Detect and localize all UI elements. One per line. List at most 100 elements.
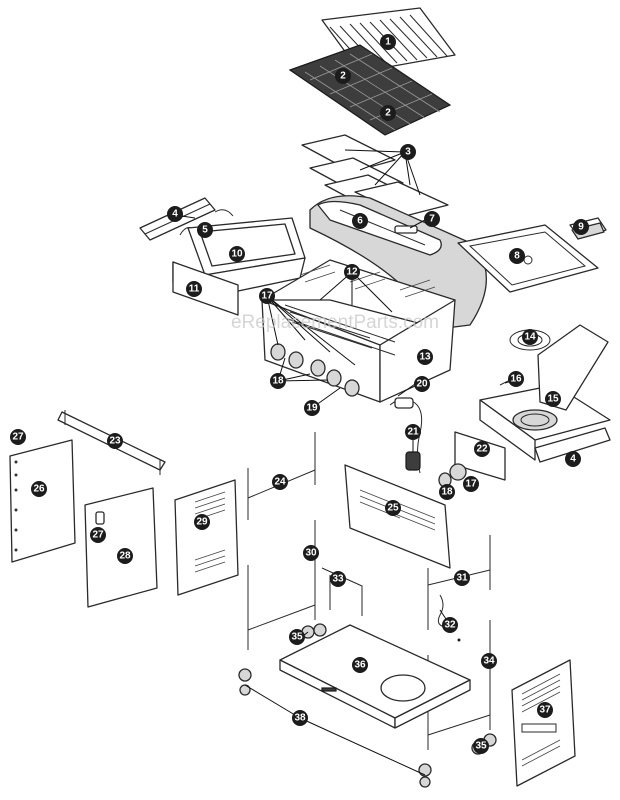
callout-17: 17 <box>259 288 275 304</box>
left-door <box>9 439 76 563</box>
heat-tents <box>301 134 449 217</box>
regulator <box>405 451 421 471</box>
svg-text:6: 6 <box>357 216 363 227</box>
callout-16: 16 <box>508 371 524 387</box>
svg-text:9: 9 <box>578 222 584 233</box>
cooking-grate <box>288 44 452 136</box>
control-knobs <box>270 343 360 397</box>
callout-13: 13 <box>417 349 433 365</box>
firebox <box>261 259 456 403</box>
svg-text:34: 34 <box>483 656 495 667</box>
svg-text:35: 35 <box>291 632 303 643</box>
callout-1: 1 <box>380 34 396 50</box>
callout-18: 18 <box>439 484 455 500</box>
svg-text:5: 5 <box>202 225 208 236</box>
callout-17: 17 <box>463 476 479 492</box>
callout-15: 15 <box>545 391 561 407</box>
svg-text:29: 29 <box>196 517 208 528</box>
svg-text:4: 4 <box>172 209 178 220</box>
callout-4: 4 <box>167 206 183 222</box>
svg-text:18: 18 <box>441 487 453 498</box>
svg-text:36: 36 <box>354 660 366 671</box>
svg-text:1: 1 <box>385 37 391 48</box>
svg-text:16: 16 <box>510 374 522 385</box>
callout-10: 10 <box>229 246 245 262</box>
grease-tray <box>457 224 599 293</box>
back-panel <box>344 464 451 569</box>
callout-2: 2 <box>380 105 396 121</box>
callout-36: 36 <box>352 657 368 673</box>
callout-30: 30 <box>303 545 319 561</box>
side-burner-lid <box>537 324 609 411</box>
callout-22: 22 <box>474 441 490 457</box>
svg-text:27: 27 <box>12 432 24 443</box>
callout-28: 28 <box>117 548 133 564</box>
svg-text:25: 25 <box>387 503 399 514</box>
side-panel-left <box>174 479 239 596</box>
callout-9: 9 <box>573 219 589 235</box>
front-left-leg-frame <box>247 520 316 650</box>
callout-26: 26 <box>31 481 47 497</box>
right-shelf-bracket <box>534 427 611 463</box>
svg-text:22: 22 <box>476 444 488 455</box>
svg-text:18: 18 <box>272 376 284 387</box>
callout-6: 6 <box>352 213 368 229</box>
callout-11: 11 <box>186 281 202 297</box>
svg-text:20: 20 <box>416 379 428 390</box>
svg-text:11: 11 <box>189 284 200 295</box>
svg-text:4: 4 <box>570 454 576 465</box>
svg-text:21: 21 <box>407 427 419 438</box>
callout-7: 7 <box>424 211 440 227</box>
leader-lines <box>174 149 517 776</box>
svg-text:38: 38 <box>294 713 306 724</box>
callout-24: 24 <box>272 474 288 490</box>
svg-text:17: 17 <box>465 479 477 490</box>
svg-text:30: 30 <box>305 548 317 559</box>
callout-27: 27 <box>90 527 106 543</box>
svg-text:23: 23 <box>109 436 121 447</box>
svg-text:10: 10 <box>231 249 243 260</box>
callout-19: 19 <box>304 400 320 416</box>
callout-14: 14 <box>522 329 538 345</box>
watermark: eReplacementParts.com <box>231 312 439 333</box>
callout-32: 32 <box>442 617 458 633</box>
callout-21: 21 <box>405 424 421 440</box>
callout-33: 33 <box>330 571 346 587</box>
svg-text:28: 28 <box>119 551 131 562</box>
svg-text:2: 2 <box>340 71 346 82</box>
callout-5: 5 <box>197 222 213 238</box>
tank-hook <box>437 594 461 642</box>
svg-text:26: 26 <box>33 484 45 495</box>
svg-text:37: 37 <box>539 705 551 716</box>
svg-text:3: 3 <box>405 147 411 158</box>
svg-text:31: 31 <box>456 573 468 584</box>
callout-20: 20 <box>414 376 430 392</box>
svg-text:15: 15 <box>547 394 559 405</box>
callout-31: 31 <box>454 570 470 586</box>
svg-text:17: 17 <box>261 291 273 302</box>
svg-text:14: 14 <box>524 332 536 343</box>
callout-23: 23 <box>107 433 123 449</box>
callout-35: 35 <box>473 738 489 754</box>
side-burner-knob <box>438 463 467 488</box>
svg-text:7: 7 <box>429 214 435 225</box>
callout-34: 34 <box>481 653 497 669</box>
callout-18: 18 <box>270 373 286 389</box>
svg-text:13: 13 <box>419 352 431 363</box>
callout-38: 38 <box>292 710 308 726</box>
svg-text:19: 19 <box>306 403 318 414</box>
right-side-panel <box>511 659 576 787</box>
callout-35: 35 <box>289 629 305 645</box>
svg-text:2: 2 <box>385 108 391 119</box>
svg-text:33: 33 <box>332 574 344 585</box>
callout-2: 2 <box>335 68 351 84</box>
callout-37: 37 <box>537 702 553 718</box>
svg-text:12: 12 <box>346 267 358 278</box>
bottom-shelf <box>279 624 471 729</box>
svg-text:8: 8 <box>514 251 520 262</box>
lid-handle-cap <box>394 225 418 234</box>
callout-29: 29 <box>194 514 210 530</box>
side-burner-assembly <box>479 384 611 461</box>
svg-text:32: 32 <box>444 620 456 631</box>
